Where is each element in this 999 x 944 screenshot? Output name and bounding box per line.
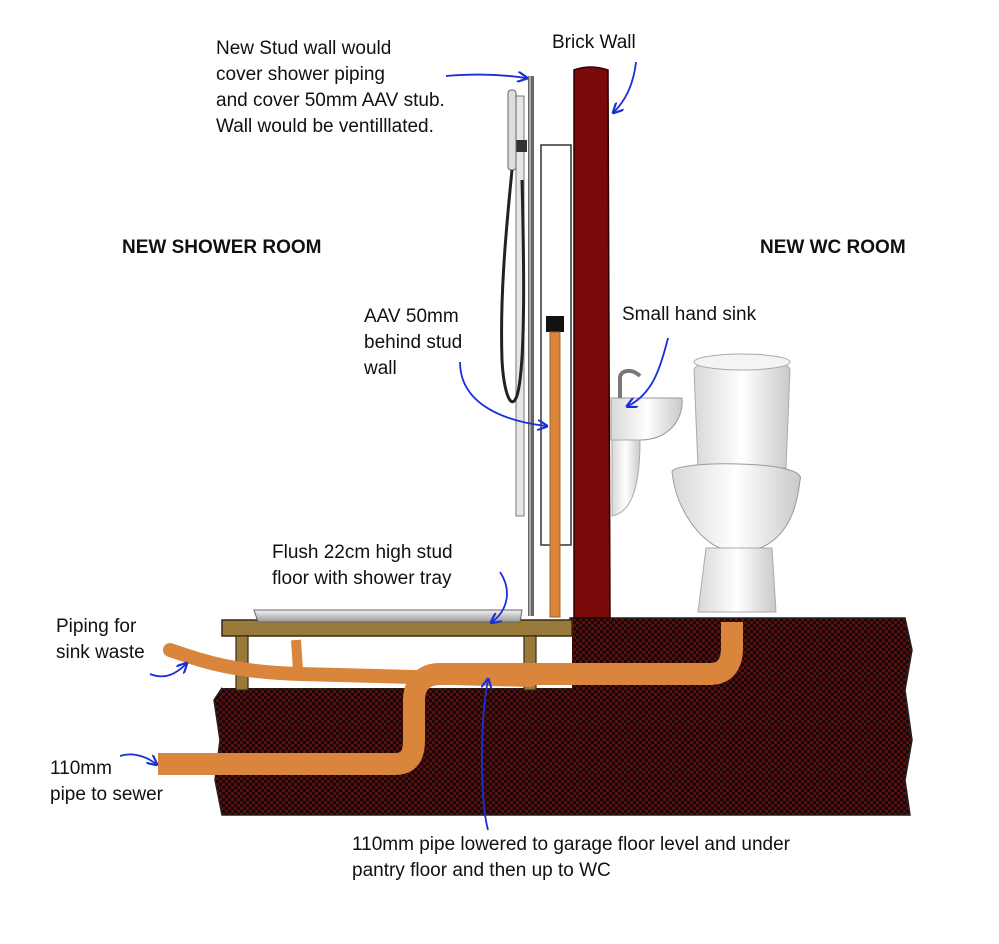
arrow-sink-waste <box>149 664 186 678</box>
arrow-hand-sink <box>628 337 669 406</box>
wc-toilet <box>671 353 801 613</box>
arrow-stud-wall <box>445 75 526 78</box>
shower-unit <box>500 89 527 517</box>
shower-tray <box>253 609 523 623</box>
arrow-lowered-pipe <box>482 680 488 831</box>
label-stud-wall: New Stud wall would cover shower piping … <box>216 38 445 137</box>
label-sink-waste: Piping for sink waste <box>56 616 145 663</box>
sewer-pipe <box>158 622 743 775</box>
annotation-arrows <box>119 61 669 831</box>
title-shower-room: NEW SHOWER ROOM <box>122 237 322 258</box>
brick-wall <box>573 66 611 619</box>
label-small-hand-sink: Small hand sink <box>622 304 757 325</box>
label-lowered-pipe: 110mm pipe lowered to garage floor level… <box>352 834 790 881</box>
label-aav: AAV 50mm behind stud wall <box>364 306 463 379</box>
label-stud-floor: Flush 22cm high stud floor with shower t… <box>272 542 453 589</box>
arrow-brick-wall <box>614 61 637 112</box>
hand-sink <box>610 369 683 517</box>
aav-stub <box>546 316 564 332</box>
arrow-aav <box>459 361 546 426</box>
title-wc-room: NEW WC ROOM <box>760 237 906 258</box>
arrow-stud-floor <box>492 571 508 622</box>
sink-waste-pipe <box>163 643 537 687</box>
label-brick-wall: Brick Wall <box>552 32 636 53</box>
arrow-sewer-pipe <box>119 753 156 764</box>
label-sewer-pipe: 110mm pipe to sewer <box>50 758 164 805</box>
